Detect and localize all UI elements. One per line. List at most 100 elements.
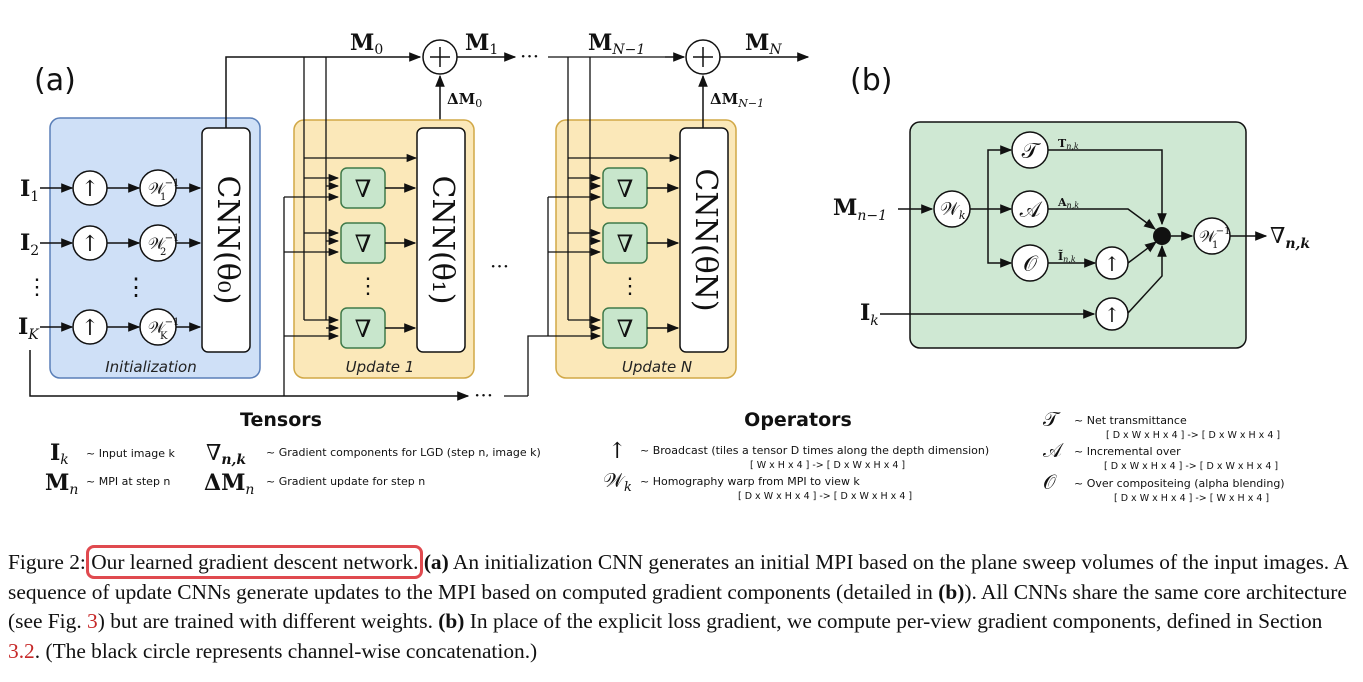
mN1-label: MN−1	[588, 30, 645, 58]
svg-text:𝒲−1: 𝒲−1	[1199, 226, 1231, 246]
legend-warp-symbol: 𝒲k	[603, 468, 632, 495]
caption-fig-ref[interactable]: 3	[87, 609, 98, 633]
legend-broadcast-symbol: ↑	[608, 439, 626, 464]
cnn-theta1-block	[416, 127, 466, 353]
svg-text:𝒪: 𝒪	[1023, 252, 1039, 277]
cnn-thetaN-label: CNN(θN)	[688, 168, 723, 311]
legend-broadcast-dims: [ W x H x 4 ] -> [ D x W x H x 4 ]	[750, 460, 905, 471]
input-vdots: ⋮	[26, 275, 48, 300]
update-1-grad-nodes: ∇ ∇ ⋮ ∇	[340, 167, 417, 349]
caption-part-2: ). All CNNs share the same core architec…	[8, 579, 1347, 634]
legend-t-dims: [ D x W x H x 4 ] -> [ D x W x H x 4 ]	[1106, 430, 1280, 441]
init-row-1: ↑ 𝒲−1 1	[40, 169, 202, 207]
legend-warp-desc: ~ Homography warp from MPI to view k	[640, 475, 860, 488]
svg-text:↑: ↑	[81, 232, 99, 257]
dm0-label: ΔM0	[447, 90, 482, 110]
cnn-theta1-label: CNN(θ₁)	[425, 176, 460, 305]
mn1-input: Mn−1	[833, 195, 887, 224]
legend-t-symbol: 𝒯	[1043, 407, 1061, 431]
svg-text:1: 1	[1212, 240, 1218, 251]
caption-a-tag: (a)	[423, 550, 449, 574]
legend-mn-desc: ~ MPI at step n	[86, 475, 170, 488]
operators-title: Operators	[744, 409, 852, 431]
update-n-label: Update N	[622, 358, 692, 376]
initialization-label: Initialization	[105, 358, 196, 376]
svg-text:𝒲−1: 𝒲−1	[148, 178, 180, 198]
ik-input: Ik	[860, 300, 879, 329]
svg-text:2: 2	[160, 247, 166, 258]
bus-ellipsis: ···	[474, 383, 493, 407]
dmN1-label: ΔMN−1	[710, 90, 764, 110]
figure-diagram: (a) Initialization CNN(θ₀) I1 I2 ⋮ IK ↑ …	[18, 30, 1310, 504]
svg-text:∇: ∇	[355, 175, 372, 203]
m1-label: M1	[465, 30, 498, 58]
m0-label: M0	[350, 30, 383, 58]
input-ik: IK	[18, 314, 40, 343]
legend-dm-desc: ~ Gradient update for step n	[266, 475, 425, 488]
init-row-2: ↑ 𝒲−1 2	[40, 224, 202, 262]
cnn-thetaN-block	[679, 127, 729, 353]
panel-b-label: (b)	[850, 63, 892, 98]
svg-text:∇: ∇	[355, 230, 372, 258]
caption-b-tag-1: (b)	[938, 579, 965, 604]
svg-text:↑: ↑	[81, 177, 99, 202]
caption-part-5: . (The black circle represents channel-w…	[34, 638, 538, 663]
caption-section-ref[interactable]: 3.2	[8, 638, 35, 663]
legend-ik-desc: ~ Input image k	[86, 447, 175, 460]
svg-text:𝒲k: 𝒲k	[940, 199, 966, 222]
input-bus	[29, 350, 470, 401]
svg-text:⋮: ⋮	[619, 274, 641, 299]
legend-o-desc: ~ Over compositeing (alpha blending)	[1074, 477, 1285, 490]
figure-caption: Figure 2: Our learned gradient descent n…	[8, 545, 1358, 666]
svg-text:K: K	[160, 331, 168, 342]
panel-a-label: (a)	[34, 63, 76, 98]
update-1-m-taps	[283, 57, 418, 341]
svg-text:1: 1	[160, 192, 166, 203]
mN-label: MN	[745, 30, 782, 58]
broadcast-node-2	[1095, 297, 1129, 331]
legend-t-desc: ~ Net transmittance	[1074, 414, 1187, 427]
update-1-label: Update 1	[346, 358, 415, 376]
input-i2: I2	[20, 230, 39, 259]
legend-mn-symbol: Mn	[45, 470, 78, 498]
top-ellipsis: ···	[520, 44, 539, 68]
caption-part-3: ) but are trained with different weights…	[97, 609, 439, 633]
caption-part-4: In place of the explicit loss gradient, …	[464, 609, 1323, 633]
caption-b-tag-2: (b)	[438, 609, 465, 633]
legend-grad-desc: ~ Gradient components for LGD (step n, i…	[266, 446, 541, 459]
panel-b-to-concat	[1048, 149, 1167, 314]
caption-highlighted-title: Our learned gradient descent network.	[86, 545, 424, 579]
legend-a-dims: [ D x W x H x 4 ] -> [ D x W x H x 4 ]	[1104, 461, 1278, 472]
legend-broadcast-desc: ~ Broadcast (tiles a tensor D times alon…	[640, 444, 989, 457]
legend-o-symbol: 𝒪	[1043, 470, 1057, 494]
tnk-label: Tn,k	[1058, 137, 1079, 151]
update-n-grad-nodes: ∇ ∇ ⋮ ∇	[602, 167, 680, 349]
caption-prefix: Figure 2:	[8, 550, 92, 574]
legend-a-desc: ~ Incremental over	[1074, 445, 1181, 458]
input-i1: I1	[20, 176, 39, 205]
svg-text:∇: ∇	[617, 175, 634, 203]
cnn-theta0-label: CNN(θ₀)	[210, 176, 245, 305]
svg-text:𝒲−1: 𝒲−1	[148, 317, 180, 337]
svg-text:↑: ↑	[1104, 252, 1121, 276]
middle-ellipsis: ···	[490, 254, 509, 278]
svg-text:⋮: ⋮	[357, 274, 379, 299]
m0-path	[225, 52, 422, 128]
svg-text:∇: ∇	[617, 315, 634, 343]
caption-part-1: An initialization CNN generates an initi…	[8, 550, 1348, 604]
concat-node	[1153, 227, 1171, 245]
broadcast-node-1	[1095, 246, 1129, 280]
legend-dm-symbol: ΔMn	[204, 470, 254, 498]
svg-text:↑: ↑	[1104, 303, 1121, 327]
svg-text:𝒲−1: 𝒲−1	[148, 233, 180, 253]
svg-text:𝒜: 𝒜	[1020, 198, 1043, 223]
svg-text:∇: ∇	[617, 230, 634, 258]
legend-grad-symbol: ∇n,k	[206, 441, 246, 468]
init-row-k: ↑ 𝒲−1 K	[40, 308, 202, 346]
legend-a-symbol: 𝒜	[1043, 438, 1064, 462]
legend-o-dims: [ D x W x H x 4 ] -> [ W x H x 4 ]	[1114, 493, 1269, 504]
grad-output-label: ∇n,k	[1270, 224, 1310, 252]
init-vdots: ⋮	[124, 273, 148, 301]
tensors-title: Tensors	[240, 409, 322, 431]
legend-ik-symbol: Ik	[50, 440, 69, 468]
